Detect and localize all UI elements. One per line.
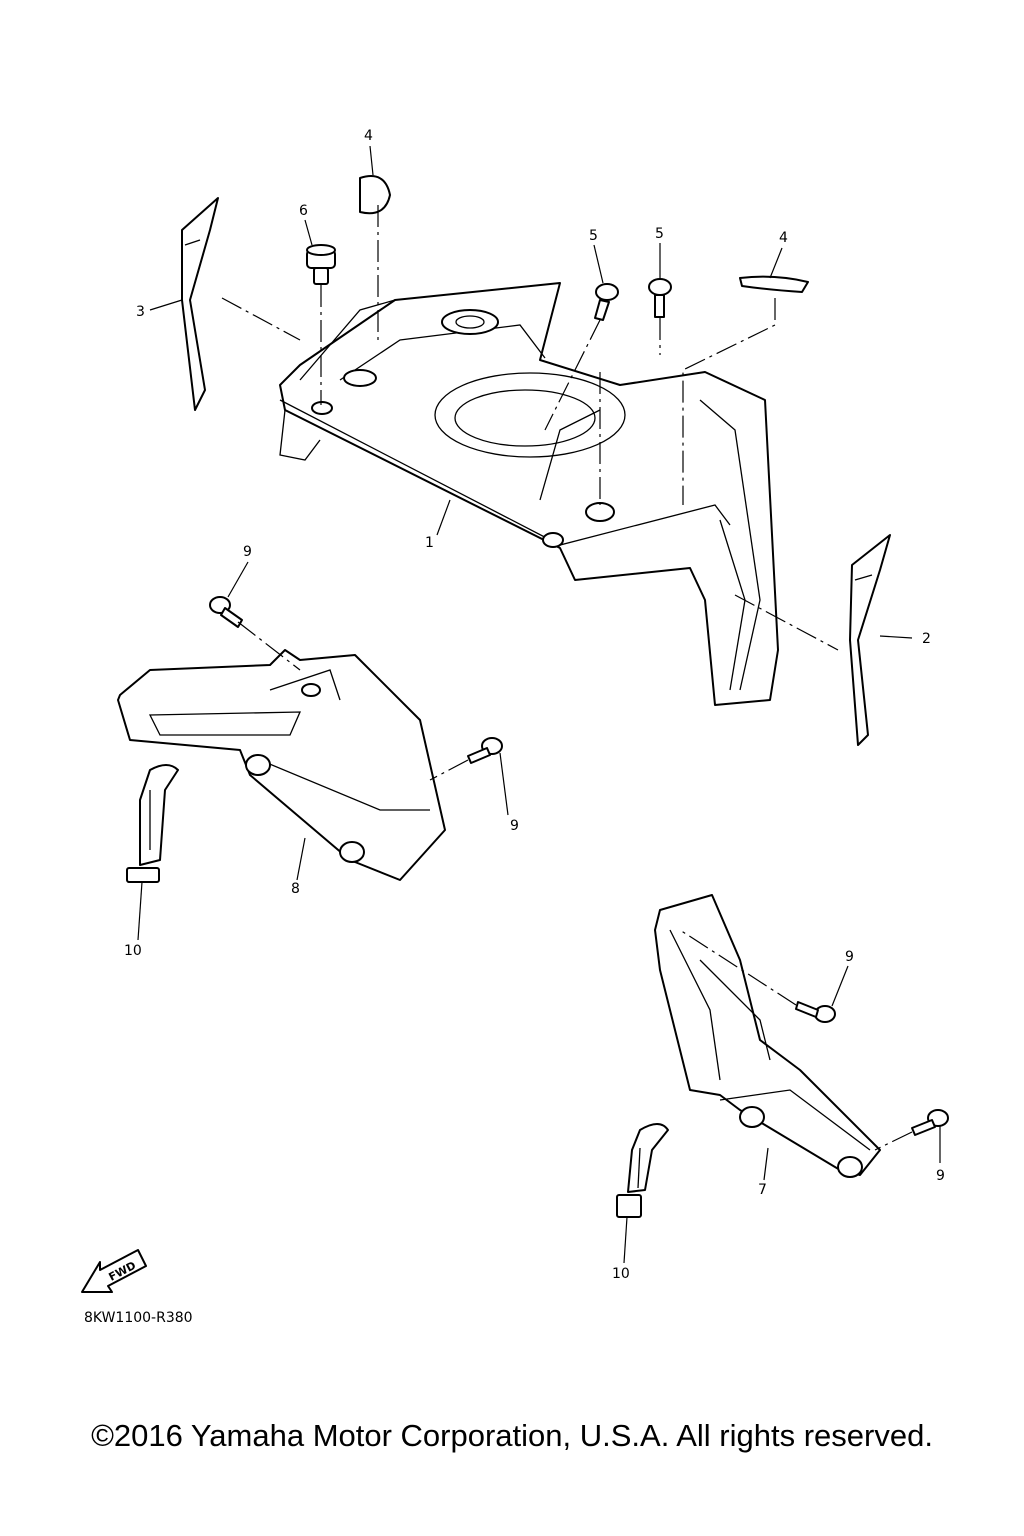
callout-10-left: 10 [124,943,142,959]
callout-3: 3 [136,304,145,320]
cover-part-8 [117,649,446,881]
damper-part-6 [306,244,336,285]
screw-part-9a [209,596,243,628]
copyright-notice: ©2016 Yamaha Motor Corporation, U.S.A. A… [91,1418,933,1453]
callout-5-right: 5 [655,226,664,242]
screw-part-9b [467,737,503,764]
callout-2: 2 [922,631,931,647]
cushion-part-4-right [739,275,809,293]
cover-part-7 [654,894,881,1178]
fwd-arrow-icon: FWD [81,1249,147,1293]
callout-5-left: 5 [589,228,598,244]
callout-6: 6 [299,203,308,219]
callout-7: 7 [758,1182,767,1198]
callout-8: 8 [291,881,300,897]
screw-part-9d [911,1109,949,1136]
callout-9-mid: 9 [510,818,519,834]
screw-part-5b [648,278,672,318]
callout-9-upper-left: 9 [243,544,252,560]
main-panel-part-1 [279,282,779,706]
screw-part-9c [795,1001,836,1023]
callout-9-right-lower: 9 [936,1168,945,1184]
grommet-part-10b [616,1123,669,1218]
callout-10-right: 10 [612,1266,630,1282]
callout-4-right: 4 [779,230,788,246]
diagram-code: 8KW1100-R380 [84,1310,193,1326]
callout-9-right-upper: 9 [845,949,854,965]
callout-1: 1 [425,535,434,551]
callout-4-top: 4 [364,128,373,144]
side-strip-part-2 [849,534,891,746]
side-strip-part-3 [181,197,219,411]
grommet-part-10a [126,764,179,883]
screw-part-5a [594,283,619,321]
cushion-part-4-top [359,175,391,215]
